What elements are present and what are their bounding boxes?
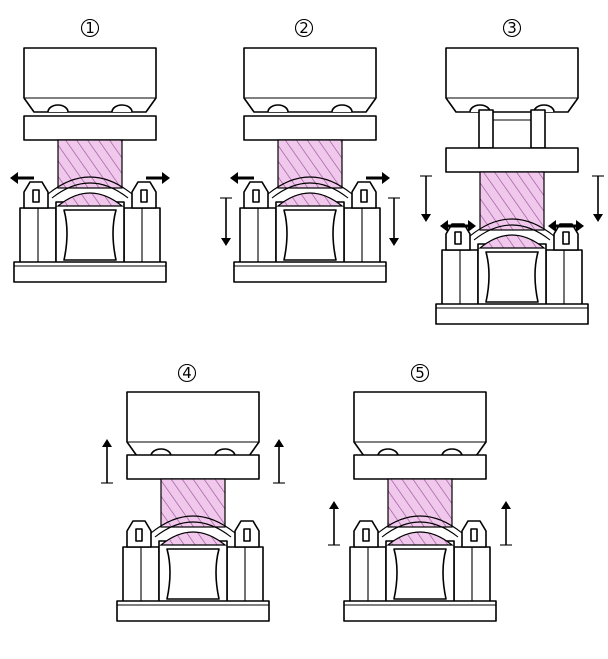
bolt-head <box>47 104 69 113</box>
formed-sheet-arc <box>154 521 232 538</box>
arrow-head <box>162 172 170 184</box>
pressure-pad <box>243 115 377 141</box>
workpiece <box>277 139 343 189</box>
base-plate <box>435 303 589 325</box>
upper-die <box>243 47 377 113</box>
lower-workpiece-dome <box>159 531 227 546</box>
base-plate <box>343 600 497 622</box>
guide-post <box>530 109 546 149</box>
clamp-pin <box>362 528 370 542</box>
step-number: 3 <box>507 19 517 37</box>
base-plate <box>13 261 167 283</box>
arrow-head <box>382 172 390 184</box>
formed-sheet-arc <box>469 218 555 237</box>
step-number: 5 <box>415 364 425 382</box>
guide-post <box>478 109 494 149</box>
clamp-pin <box>135 528 143 542</box>
lower-workpiece-dome <box>56 192 124 207</box>
workpiece <box>479 171 545 231</box>
lower-workpiece-dome <box>386 531 454 546</box>
clamp-pin <box>32 189 40 203</box>
formed-sheet-arc <box>377 515 463 534</box>
formed-sheet-arc <box>51 182 129 199</box>
arrow-head <box>576 220 584 232</box>
step-number-circle <box>80 18 100 38</box>
step-4: 4 <box>101 363 285 622</box>
arrow-head <box>221 238 231 246</box>
upper-die <box>23 47 157 113</box>
lower-die-insert <box>485 251 539 303</box>
arrow-head <box>102 439 112 447</box>
formed-sheet-arc <box>150 515 236 534</box>
lower-die-insert <box>393 548 447 600</box>
pressure-pad <box>445 147 579 173</box>
workpiece <box>57 139 123 189</box>
lower-die-insert <box>166 548 220 600</box>
formed-sheet-arc <box>381 521 459 538</box>
base-plate <box>116 600 270 622</box>
upper-die <box>353 391 487 457</box>
arrow-head <box>501 501 511 509</box>
arrow-head <box>440 220 448 232</box>
arrow-head <box>389 238 399 246</box>
clamp-pin <box>252 189 260 203</box>
step-1: 1 <box>10 18 170 283</box>
lower-die-insert <box>63 209 117 261</box>
step-2: 2 <box>220 18 400 283</box>
step-number: 2 <box>299 19 309 37</box>
workpiece <box>387 478 453 528</box>
step-3: 3 <box>420 18 604 325</box>
workpiece <box>160 478 226 528</box>
clamp-pin <box>454 231 462 245</box>
upper-die <box>126 391 260 457</box>
lower-workpiece-dome <box>276 192 344 207</box>
step-number-circle <box>502 18 522 38</box>
formed-sheet-arc <box>271 182 349 199</box>
step-number: 1 <box>85 19 95 37</box>
formed-sheet-arc <box>473 224 551 241</box>
pressure-pad <box>353 454 487 480</box>
step-number: 4 <box>182 364 192 382</box>
step-number-circle <box>177 363 197 383</box>
pressure-pad <box>23 115 157 141</box>
step-number-circle <box>410 363 430 383</box>
lower-workpiece-dome <box>478 234 546 249</box>
arrow-head <box>10 172 18 184</box>
arrow-head <box>329 501 339 509</box>
lower-die-insert <box>283 209 337 261</box>
clamp-pin <box>140 189 148 203</box>
clamp-pin <box>562 231 570 245</box>
base-plate <box>233 261 387 283</box>
bolt-head <box>111 104 133 113</box>
arrow-head <box>593 214 603 222</box>
bolt-head <box>267 104 289 113</box>
formed-sheet-arc <box>267 176 353 195</box>
arrow-head <box>468 220 476 232</box>
bolt-head <box>331 104 353 113</box>
step-number-circle <box>294 18 314 38</box>
arrow-head <box>548 220 556 232</box>
clamp-pin <box>243 528 251 542</box>
arrow-head <box>230 172 238 184</box>
step-5: 5 <box>328 363 512 622</box>
formed-sheet-arc <box>47 176 133 195</box>
arrow-head <box>274 439 284 447</box>
clamp-pin <box>360 189 368 203</box>
pressure-pad <box>126 454 260 480</box>
arrow-head <box>421 214 431 222</box>
clamp-pin <box>470 528 478 542</box>
upper-die <box>445 47 579 113</box>
